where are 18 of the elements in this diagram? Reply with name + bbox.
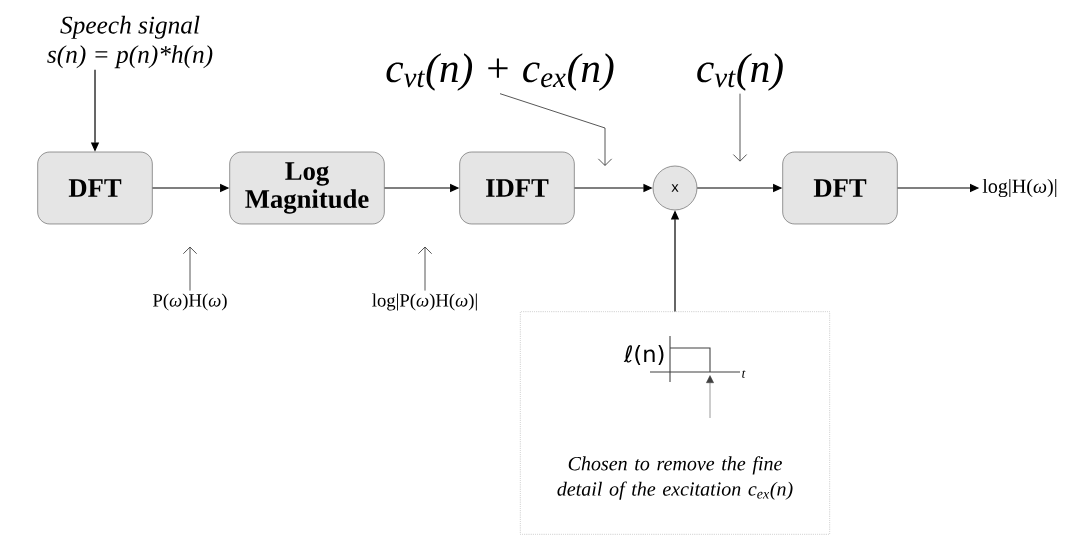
leader-line [418, 246, 432, 291]
formula-label: c$_{vt}$(n) + c$_{ex}$(n) [386, 53, 614, 91]
note-box [520, 311, 830, 535]
formula-label: c$_{vt}$(n) [697, 53, 783, 91]
process-box: IDFT [459, 151, 575, 225]
axis-label: t [742, 370, 746, 378]
process-box: DFT [782, 151, 898, 225]
signal-label: P(ω)H(ω) [153, 293, 227, 311]
signal-label: log|P(ω)H(ω)| [372, 293, 477, 311]
process-box: DFT [37, 151, 153, 225]
caption-text: Chosen to remove the fine detail of the excitation c$_{ex}$(n) [557, 456, 793, 500]
axis-label: ℓ(n) [623, 344, 664, 366]
leader-line [183, 246, 197, 291]
input-label: Speech signal s(n) = p(n)*h(n) [47, 15, 213, 69]
output-label: log|H(ω)| [982, 178, 1057, 198]
leader-line [733, 93, 747, 162]
leader-line [499, 93, 612, 166]
process-box: Log Magnitude [229, 151, 385, 225]
